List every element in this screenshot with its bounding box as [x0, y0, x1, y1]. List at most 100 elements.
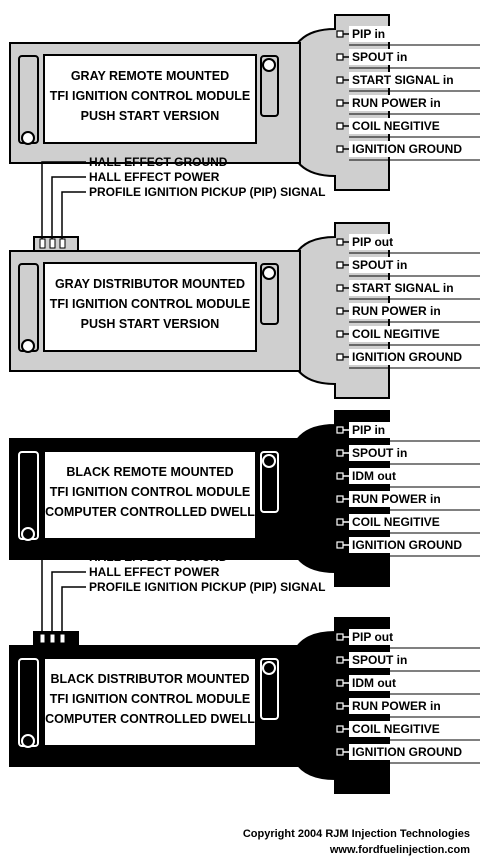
pin-terminal — [336, 495, 344, 503]
pin-label-bg — [349, 698, 480, 714]
pin-label: IDM out — [352, 676, 396, 690]
pin-terminal — [336, 426, 344, 434]
pin-label: PIP out — [352, 630, 393, 644]
pin-label: IGNITION GROUND — [352, 142, 462, 156]
pin-label: IGNITION GROUND — [352, 538, 462, 552]
module-title-line: TFI IGNITION CONTROL MODULE — [50, 485, 250, 499]
pickup-pin — [49, 633, 56, 644]
pin-label-bg — [349, 257, 480, 273]
pin-label-bg — [349, 514, 480, 530]
module-title-line: PUSH START VERSION — [81, 317, 220, 331]
pin-label: PIP out — [352, 235, 393, 249]
pin-label: SPOUT in — [352, 258, 407, 272]
pin-label: IDM out — [352, 469, 396, 483]
mount-slot — [18, 263, 39, 352]
pickup-label: PROFILE IGNITION PICKUP (PIP) SIGNAL — [89, 580, 325, 594]
pin-label: RUN POWER in — [352, 492, 441, 506]
pickup-wire — [51, 571, 86, 634]
pickup-label: HALL EFFECT GROUND — [89, 155, 228, 169]
mount-slot — [18, 451, 39, 540]
pin-terminal — [336, 518, 344, 526]
pickup-label: HALL EFFECT POWER — [89, 565, 220, 579]
pin-terminal — [336, 472, 344, 480]
pin-terminal — [336, 353, 344, 361]
pin-label: SPOUT in — [352, 653, 407, 667]
pin-label: COIL NEGITIVE — [352, 515, 440, 529]
mount-slot — [260, 658, 279, 720]
pin-terminal — [336, 76, 344, 84]
module-title-line: COMPUTER CONTROLLED DWELL — [45, 712, 255, 726]
bolt-hole — [21, 339, 35, 353]
bolt-hole — [262, 661, 276, 675]
mount-slot — [260, 263, 279, 325]
bolt-hole — [262, 454, 276, 468]
pin-terminal — [336, 53, 344, 61]
pin-label: COIL NEGITIVE — [352, 327, 440, 341]
pin-terminal — [336, 702, 344, 710]
bolt-hole — [262, 58, 276, 72]
mount-slot — [260, 451, 279, 513]
module-label-panel — [43, 657, 257, 747]
pin-terminal — [336, 633, 344, 641]
mount-slot — [18, 55, 39, 144]
module-title-line: PUSH START VERSION — [81, 109, 220, 123]
pickup-label: HALL EFFECT GROUND — [89, 550, 228, 564]
bolt-hole — [21, 734, 35, 748]
mount-slot — [260, 55, 279, 117]
pin-label-bg — [349, 49, 480, 65]
module-title-line: GRAY DISTRIBUTOR MOUNTED — [55, 277, 245, 291]
pin-terminal — [336, 145, 344, 153]
bolt-hole — [21, 527, 35, 541]
pin-label: COIL NEGITIVE — [352, 722, 440, 736]
pin-label-bg — [349, 234, 480, 250]
pin-label-bg — [349, 675, 480, 691]
module-title-line: GRAY REMOTE MOUNTED — [71, 69, 229, 83]
pin-terminal — [336, 541, 344, 549]
pin-label-bg — [349, 652, 480, 668]
pin-label-bg — [349, 303, 480, 319]
pin-label: SPOUT in — [352, 50, 407, 64]
module-label-panel — [43, 450, 257, 540]
pickup-wire — [41, 556, 86, 634]
pickup-wire — [41, 161, 86, 239]
pickup-wire — [61, 191, 86, 239]
pickup-pin — [59, 238, 66, 249]
pin-label: RUN POWER in — [352, 304, 441, 318]
mount-slot — [18, 658, 39, 747]
pin-label-bg — [349, 744, 480, 760]
pin-label: START SIGNAL in — [352, 281, 454, 295]
pin-terminal — [336, 330, 344, 338]
pickup-pin — [39, 238, 46, 249]
pickup-wire — [61, 586, 86, 634]
pin-label: RUN POWER in — [352, 96, 441, 110]
pin-label: IGNITION GROUND — [352, 745, 462, 759]
pin-label-bg — [349, 280, 480, 296]
pin-label: PIP in — [352, 423, 385, 437]
pickup-pin — [59, 633, 66, 644]
pin-terminal — [336, 307, 344, 315]
pin-terminal — [336, 261, 344, 269]
pin-terminal — [336, 99, 344, 107]
pin-label: IGNITION GROUND — [352, 350, 462, 364]
pin-terminal — [336, 284, 344, 292]
pin-terminal — [336, 725, 344, 733]
pin-label-bg — [349, 26, 480, 42]
pickup-label: HALL EFFECT POWER — [89, 170, 220, 184]
pin-label-bg — [349, 491, 480, 507]
pin-label: SPOUT in — [352, 446, 407, 460]
pickup-pin — [49, 238, 56, 249]
pin-label-bg — [349, 422, 480, 438]
pin-terminal — [336, 122, 344, 130]
pin-terminal — [336, 449, 344, 457]
pin-label: START SIGNAL in — [352, 73, 454, 87]
pickup-pin — [39, 633, 46, 644]
bolt-hole — [21, 131, 35, 145]
pickup-wire — [51, 176, 86, 239]
pin-label-bg — [349, 72, 480, 88]
pin-terminal — [336, 748, 344, 756]
module-label-panel — [43, 54, 257, 144]
pin-label-bg — [349, 721, 480, 737]
